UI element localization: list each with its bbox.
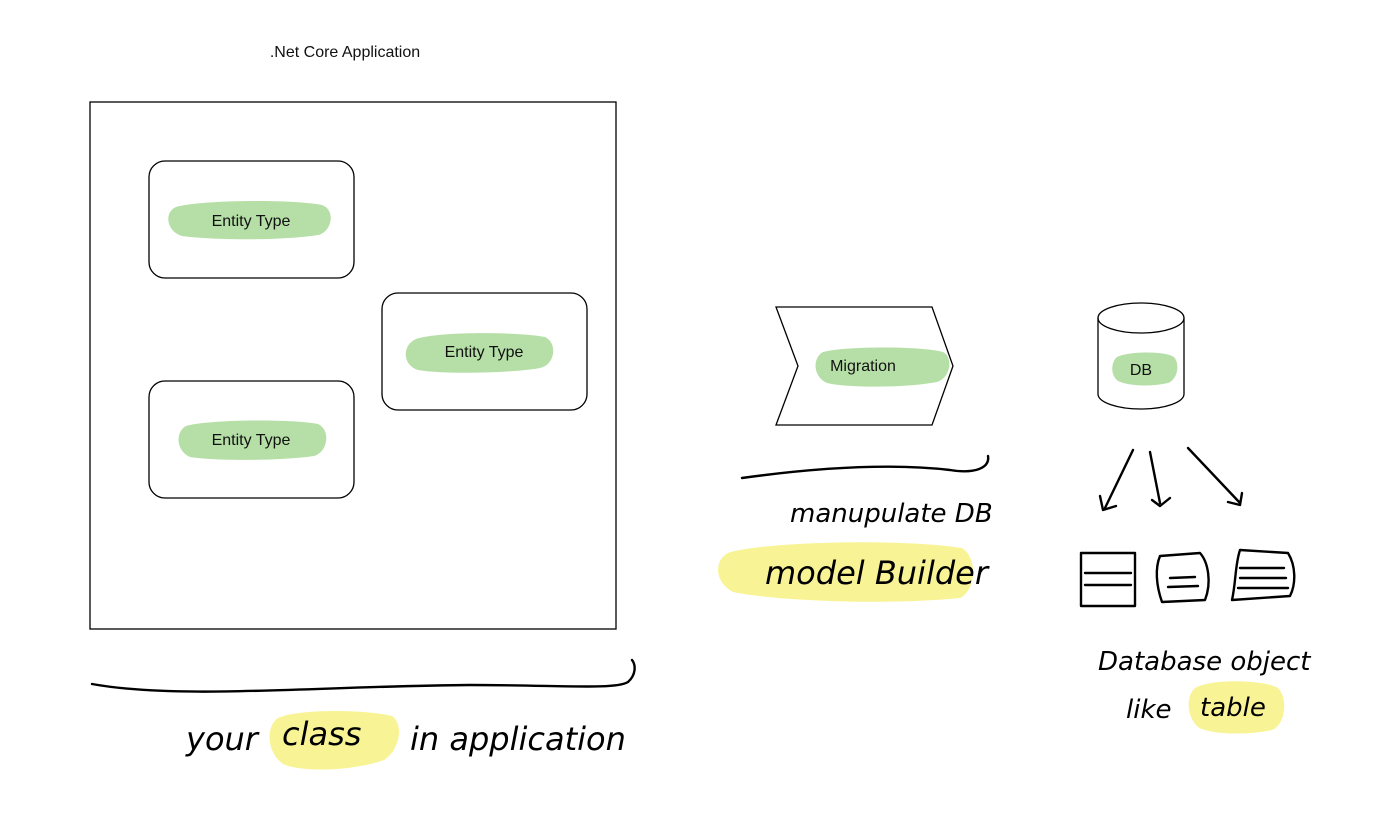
migration-caption: manupulate DB model Builder xyxy=(718,499,993,602)
database-cylinder-body xyxy=(1097,318,1185,410)
table-icon-frame xyxy=(1079,551,1137,608)
arrow-right-shaft xyxy=(1186,446,1242,505)
entity-box xyxy=(148,160,355,279)
table-icon-1 xyxy=(1079,551,1137,608)
caption-prefix: your xyxy=(185,720,260,758)
arrow-right-head xyxy=(1226,491,1244,507)
entity-highlight xyxy=(405,333,554,373)
application-container xyxy=(89,101,617,630)
table-icon-3 xyxy=(1230,548,1296,602)
database-node: DB xyxy=(1097,302,1185,410)
database-cylinder-top xyxy=(1097,302,1185,334)
classes-caption: your class in application xyxy=(185,711,626,770)
database-label: DB xyxy=(1130,362,1152,379)
entity-highlight xyxy=(168,201,331,240)
migration-caption-line2: model Builder xyxy=(765,554,990,592)
database-highlight xyxy=(1112,352,1178,386)
table-word-highlight xyxy=(1188,681,1285,734)
db-caption-line1: Database object xyxy=(1098,647,1311,677)
entity-label: Entity Type xyxy=(445,344,524,361)
arrow-middle-shaft xyxy=(1148,450,1162,505)
table-icon-row xyxy=(1166,584,1200,589)
db-caption-line2-highlight: table xyxy=(1200,693,1266,723)
arrow-left-shaft xyxy=(1103,448,1135,510)
app-title: .Net Core Application xyxy=(270,44,420,61)
entity-box xyxy=(381,292,588,411)
migration-chevron xyxy=(775,306,954,426)
db-caption-line2-prefix: like xyxy=(1126,695,1172,725)
entity-label: Entity Type xyxy=(212,213,291,230)
db-arrows xyxy=(1098,446,1244,512)
table-icon-frame xyxy=(1155,551,1210,604)
entity-label: Entity Type xyxy=(212,432,291,449)
migration-highlight xyxy=(815,347,950,387)
table-icon-2 xyxy=(1155,551,1210,604)
arrow-middle-head xyxy=(1150,496,1172,508)
brace-under-migration xyxy=(740,454,990,480)
arrow-left-head xyxy=(1098,494,1118,512)
class-word-highlight xyxy=(269,711,399,770)
db-caption: Database object like table xyxy=(1098,647,1311,734)
table-icons xyxy=(1079,548,1296,608)
model-builder-highlight xyxy=(718,542,974,602)
caption-highlight-word: class xyxy=(282,715,361,753)
entity-node-2: Entity Type xyxy=(381,292,588,411)
entity-highlight xyxy=(178,420,327,460)
brace-under-application xyxy=(90,658,636,693)
migration-label: Migration xyxy=(830,358,896,375)
entity-node-1: Entity Type xyxy=(148,160,355,279)
migration-node: Migration xyxy=(775,306,954,426)
entity-node-3: Entity Type xyxy=(148,380,355,499)
table-icon-frame xyxy=(1230,548,1296,602)
migration-caption-line1: manupulate DB xyxy=(790,499,993,529)
caption-suffix: in application xyxy=(410,720,626,758)
entity-box xyxy=(148,380,355,499)
table-icon-row xyxy=(1168,575,1197,580)
